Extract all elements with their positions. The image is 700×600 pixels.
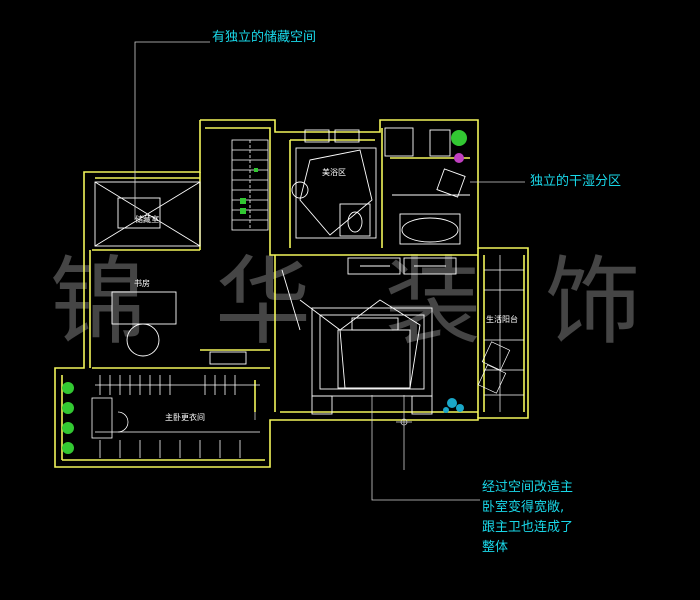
watermark-char-2: 华 xyxy=(215,246,311,358)
storage-room-label: 储藏室 xyxy=(135,214,159,224)
bathroom xyxy=(291,129,377,239)
plants-left xyxy=(62,382,74,454)
balcony-label: 生活阳台 xyxy=(486,314,518,324)
bath-label: 美浴区 xyxy=(322,167,346,177)
callout-master-line-3: 跟主卫也连成了 xyxy=(482,520,574,535)
study-label: 书房 xyxy=(134,278,150,288)
study-room xyxy=(111,291,247,365)
master-bedroom-plant xyxy=(443,398,464,413)
leader-lines xyxy=(134,41,525,501)
walk-in-closet xyxy=(91,375,260,458)
staircase xyxy=(231,139,269,231)
watermark-char-4: 饰 xyxy=(545,246,641,358)
balcony xyxy=(477,255,524,412)
wardrobe-counters xyxy=(347,257,457,275)
master-bedroom xyxy=(281,269,433,415)
callout-master-line-4: 整体 xyxy=(482,540,509,555)
callout-master-line-1: 经过空间改造主 xyxy=(482,480,574,495)
dry-wet-fixtures xyxy=(384,127,470,245)
callout-master: 经过空间改造主 卧室变得宽敞, 跟主卫也连成了 整体 xyxy=(482,478,573,558)
plant-top-right xyxy=(451,130,467,163)
watermark-char-1: 锦 xyxy=(50,246,146,358)
callout-master-line-2: 卧室变得宽敞, xyxy=(482,500,565,515)
storage-room xyxy=(94,181,201,247)
walk-in-closet-label: 主卧更衣间 xyxy=(165,412,205,422)
stair-markers xyxy=(240,168,258,214)
watermark-char-3: 装 xyxy=(385,246,481,358)
callout-dry-wet: 独立的干湿分区 xyxy=(530,174,622,189)
callout-storage: 有独立的储藏空间 xyxy=(212,30,317,45)
